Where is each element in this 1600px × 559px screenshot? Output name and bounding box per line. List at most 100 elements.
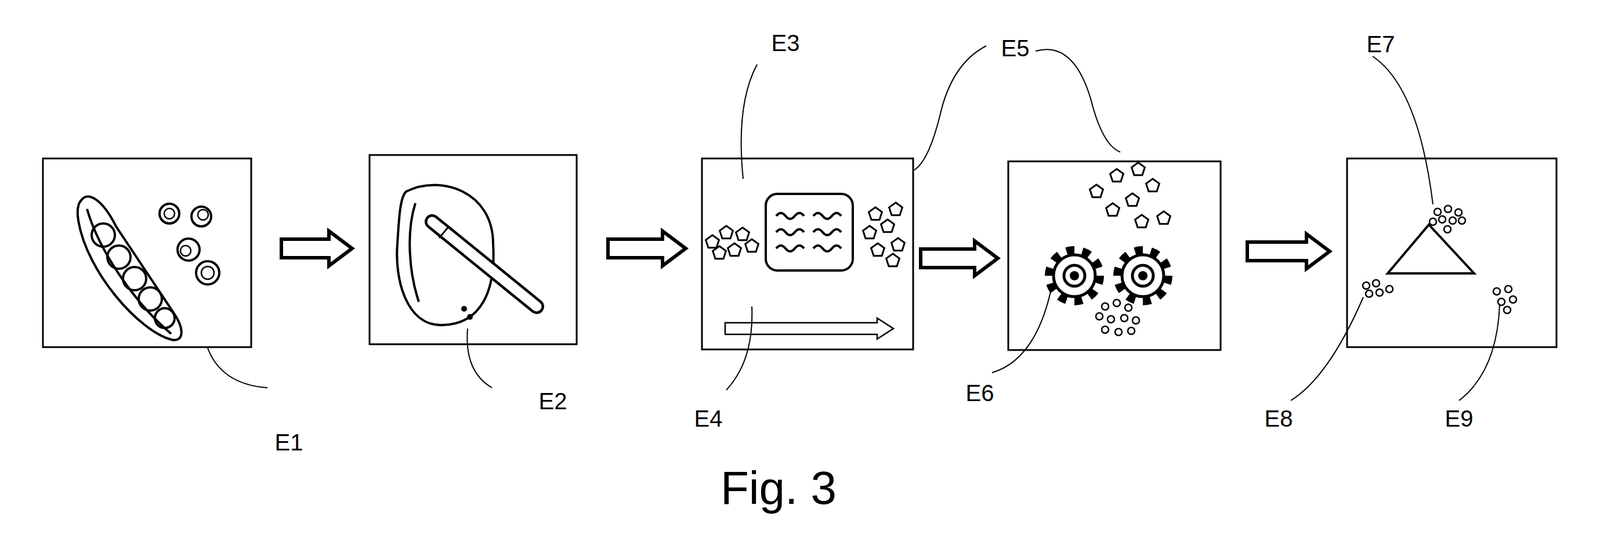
droplet [468, 315, 472, 319]
leader-line [1459, 305, 1500, 401]
particle [881, 219, 895, 233]
pea [107, 245, 131, 269]
leader-line [1035, 49, 1121, 152]
gear-ring [1132, 265, 1154, 287]
gear-hub [1069, 270, 1080, 281]
particle [1135, 214, 1149, 228]
classifier-icon [1362, 205, 1517, 314]
callout-number: E8 [1264, 406, 1294, 430]
fine-particle [1107, 315, 1115, 323]
figure-caption: Fig. 3 [720, 464, 837, 512]
fine-particle [1095, 312, 1103, 320]
particle [719, 225, 734, 239]
fine-particle [1458, 216, 1466, 224]
particle [869, 207, 883, 220]
fine-particle [1438, 215, 1446, 223]
fine-particle [1115, 328, 1122, 336]
callout-number: E5 [1001, 36, 1030, 60]
fine-particle [1120, 314, 1128, 322]
pea-highlight [197, 209, 209, 220]
particle [1126, 193, 1140, 206]
particles [706, 202, 906, 267]
heat-wave [813, 212, 842, 219]
grinder-icon [1048, 162, 1171, 336]
fine-particle [1493, 287, 1501, 295]
pea [138, 287, 162, 311]
leader-line [207, 346, 268, 388]
pod-outline [77, 196, 182, 340]
step-frames [42, 154, 1557, 350]
fine-particle [1372, 279, 1380, 287]
step-frame [1347, 158, 1557, 347]
fine-particle [1429, 218, 1437, 226]
gear [1117, 250, 1169, 302]
particle [1110, 168, 1124, 182]
fine-particle [1509, 295, 1517, 303]
callout-number: E6 [965, 381, 995, 405]
droplet [462, 306, 466, 311]
pea [154, 308, 175, 328]
gear-teeth [1117, 250, 1169, 302]
fine-particle [1113, 299, 1121, 307]
pea-pod-icon [77, 196, 220, 340]
fine-particle [1434, 208, 1442, 216]
stick-mark [439, 227, 448, 238]
particle [871, 243, 885, 256]
callout-number: E4 [694, 406, 723, 430]
fine-particle [1127, 327, 1135, 335]
dryer-chamber [765, 193, 853, 271]
step-frame [1008, 161, 1221, 350]
soaked-bean-icon [396, 185, 537, 325]
block-arrow [920, 240, 998, 276]
fine-particle [1365, 290, 1373, 298]
fine-particle [1101, 326, 1109, 333]
callout-number: E7 [1366, 32, 1396, 56]
gear [1048, 250, 1100, 302]
stick-fill [432, 221, 537, 307]
particle [889, 202, 903, 216]
particle [1090, 184, 1104, 198]
step-frame [42, 158, 252, 347]
flow-arrows [281, 230, 1330, 276]
stick-outline [432, 221, 537, 307]
heat-wave [776, 212, 805, 219]
particle [745, 239, 759, 252]
gear-ring [1063, 265, 1085, 287]
block-arrow [1247, 233, 1330, 269]
pea-highlight [201, 266, 215, 280]
fine-particle [1124, 303, 1132, 311]
gear-hub [1138, 270, 1148, 281]
block-arrow [607, 230, 686, 266]
fine-particle [1449, 216, 1457, 224]
fine-particle [1504, 285, 1512, 293]
pea [191, 206, 212, 227]
particle [712, 245, 727, 259]
leader-lines [207, 45, 1500, 401]
particle [706, 234, 720, 248]
leader-line [992, 288, 1052, 373]
gear-teeth [1048, 250, 1100, 302]
pod-seam [87, 208, 172, 334]
heat-wave [813, 229, 842, 235]
particle [736, 227, 750, 241]
particle [728, 243, 742, 256]
pea [122, 266, 147, 291]
fine-particle [1443, 225, 1451, 233]
fine-particle [1376, 288, 1384, 296]
particle [1106, 203, 1120, 216]
callout-number: E9 [1445, 406, 1474, 430]
fine-particle [1497, 298, 1505, 306]
fine-particle [1101, 302, 1109, 310]
fine-particle [1385, 285, 1393, 293]
pea [196, 261, 220, 285]
callout-number: E1 [274, 430, 304, 454]
particle [886, 253, 900, 267]
pea [159, 203, 180, 224]
gear-body [1121, 254, 1164, 297]
particle [1131, 162, 1146, 176]
fine-particle [1132, 316, 1140, 324]
heat-wave [776, 245, 805, 252]
leader-line [1290, 297, 1364, 401]
particle [863, 225, 877, 239]
particle [1146, 178, 1160, 192]
